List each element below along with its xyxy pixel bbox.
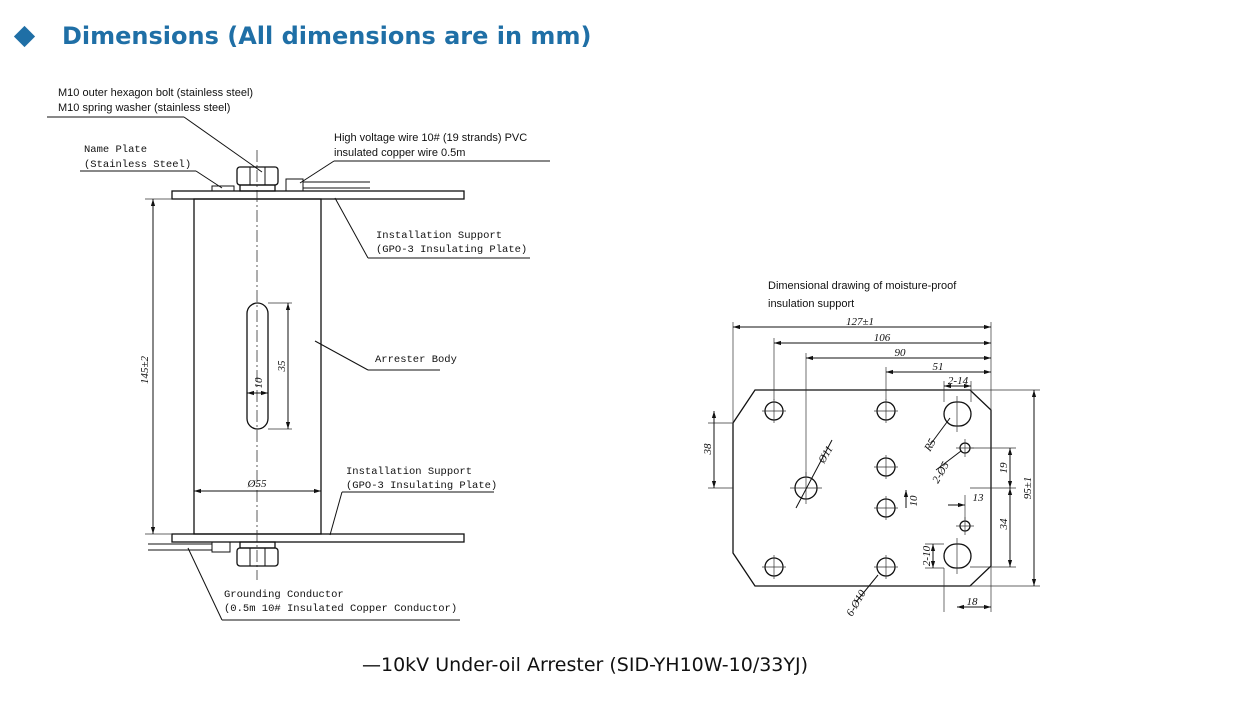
ground-wire: [148, 541, 231, 553]
dim-right-19: 19: [998, 462, 1010, 474]
dim-overall-width: 127±1: [846, 316, 874, 328]
slot-top: [943, 401, 972, 427]
dim-width-106: 106: [874, 332, 891, 344]
dim-r5: R5: [922, 436, 939, 454]
dim-hole-phi11: Ø11: [816, 444, 836, 467]
dim-left-38: 38: [702, 443, 714, 456]
bottom-support-plate: [171, 533, 465, 543]
label-bolt-line1: M10 outer hexagon bolt (stainless steel): [58, 87, 253, 99]
label-hv-wire-line1: High voltage wire 10# (19 strands) PVC: [334, 132, 527, 144]
label-ground-line1: Grounding Conductor: [224, 589, 344, 601]
arrester-body: [193, 198, 322, 535]
dim-hole-2-phi5: 2-Ø5: [930, 459, 952, 485]
dim-width-90: 90: [895, 347, 907, 359]
label-bottom-support-line1: Installation Support: [346, 466, 472, 478]
label-top-support-line1: Installation Support: [376, 230, 502, 242]
hv-wire: [285, 178, 370, 192]
dim-right-34: 34: [998, 518, 1010, 531]
dim-slot-width: 10: [253, 377, 265, 389]
dim-bottom-18: 18: [967, 596, 979, 608]
dim-holes-6-phi10: 6-Ø10: [844, 588, 869, 619]
dim-10: 10: [908, 495, 920, 507]
header: Dimensions (All dimensions are in mm): [0, 0, 1259, 80]
dim-13: 13: [973, 492, 985, 504]
bottom-bolt: [236, 541, 279, 567]
page-title: Dimensions (All dimensions are in mm): [62, 22, 592, 50]
arrester-view: 145±2 Ø55 35 10 M10 outer hexagon bolt (…: [47, 87, 550, 621]
label-arrester-body: Arrester Body: [375, 354, 457, 366]
support-title-line2: insulation support: [768, 298, 854, 310]
top-support-plate: [171, 190, 465, 200]
label-bolt-line2: M10 spring washer (stainless steel): [58, 102, 230, 114]
support-view: Dimensional drawing of moisture-proof in…: [702, 280, 1040, 619]
slot-bottom: [943, 543, 972, 569]
name-plate: [211, 185, 235, 192]
label-nameplate-line2: (Stainless Steel): [84, 159, 191, 171]
label-ground-line2: (0.5m 10# Insulated Copper Conductor): [224, 603, 457, 615]
dim-overall-height: 95±1: [1022, 477, 1034, 500]
label-hv-wire-line2: insulated copper wire 0.5m: [334, 147, 465, 159]
dim-slot-length: 35: [276, 360, 288, 373]
body-slot: [246, 302, 269, 430]
dim-height: 145±2: [139, 355, 151, 384]
dim-slot-2-14: 2-14: [948, 375, 969, 387]
top-bolt: [236, 166, 279, 192]
dim-diameter: Ø55: [247, 478, 267, 490]
label-bottom-support-line2: (GPO-3 Insulating Plate): [346, 480, 497, 492]
mounting-holes: [764, 401, 896, 577]
dim-slot-2-10: 2-10: [921, 545, 933, 566]
dim-width-51: 51: [933, 361, 944, 373]
support-title-line1: Dimensional drawing of moisture-proof: [768, 280, 957, 292]
label-top-support-line2: (GPO-3 Insulating Plate): [376, 244, 527, 256]
label-nameplate-line1: Name Plate: [84, 144, 147, 156]
caption: —10kV Under-oil Arrester (SID-YH10W-10/3…: [362, 654, 809, 676]
